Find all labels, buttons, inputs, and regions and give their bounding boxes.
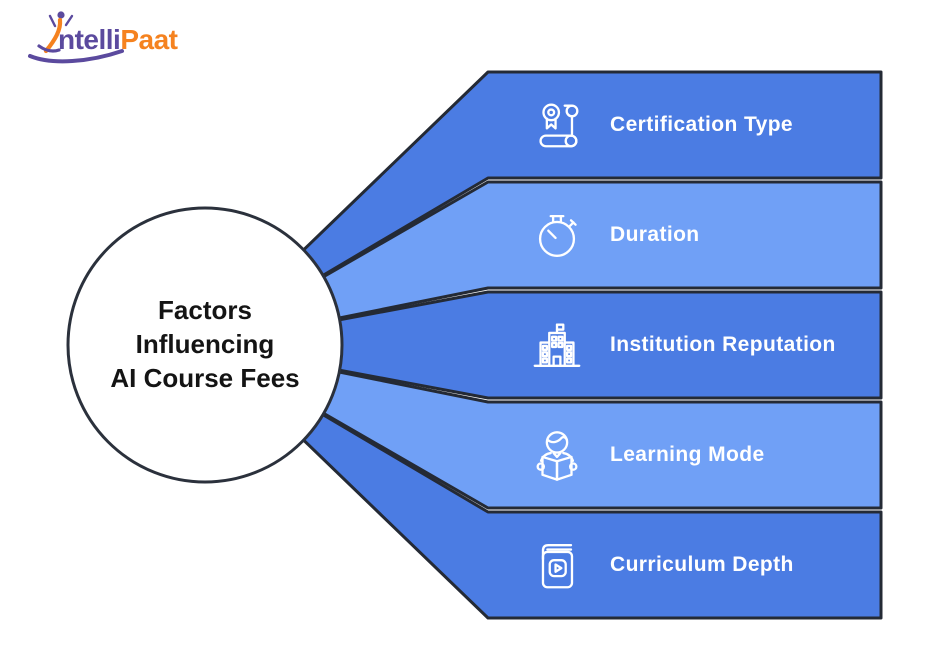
band-label: Duration bbox=[610, 223, 700, 246]
band-institution-reputation: Institution Reputation bbox=[488, 292, 881, 398]
title-line-2: Influencing bbox=[135, 329, 275, 360]
stopwatch-icon bbox=[538, 214, 577, 257]
title-line-1: Factors bbox=[158, 295, 252, 326]
institution-building-icon bbox=[533, 323, 581, 367]
band-learning-mode: Learning Mode bbox=[488, 402, 881, 508]
logo-text-paat: Paat bbox=[120, 24, 178, 55]
band-label: Institution Reputation bbox=[610, 333, 836, 356]
intellipaat-logo: ntelliPaat bbox=[24, 6, 214, 66]
logo-wordmark: ntelliPaat bbox=[58, 24, 178, 56]
diagram-title: Factors Influencing AI Course Fees bbox=[68, 208, 342, 482]
certificate-scroll-icon bbox=[539, 103, 579, 148]
video-book-icon bbox=[541, 544, 574, 589]
title-line-3: AI Course Fees bbox=[110, 362, 300, 393]
hub-circle bbox=[66, 206, 344, 484]
band-curriculum-depth: Curriculum Depth bbox=[488, 512, 881, 618]
band-duration: Duration bbox=[488, 182, 881, 288]
band-label: Learning Mode bbox=[610, 443, 765, 466]
band-label: Curriculum Depth bbox=[610, 553, 794, 576]
logo-text-ntelli: ntelli bbox=[58, 24, 121, 55]
band-label: Certification Type bbox=[610, 113, 794, 136]
band-certification-type: Certification Type bbox=[488, 72, 881, 178]
logo-figure-icon bbox=[28, 11, 124, 64]
reading-person-icon bbox=[536, 431, 578, 481]
